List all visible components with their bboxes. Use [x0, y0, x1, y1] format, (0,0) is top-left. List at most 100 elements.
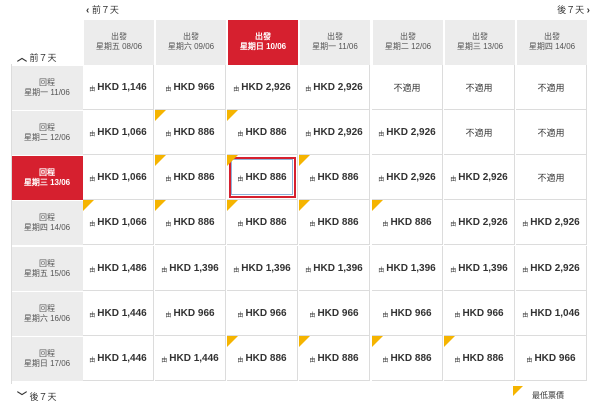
fare-cell[interactable]: 不適用: [444, 110, 515, 155]
outbound-date: 星期六 09/06: [167, 42, 215, 51]
from-prefix: 由: [237, 177, 244, 183]
from-prefix: 由: [450, 268, 457, 274]
fare-price: HKD 1,396: [313, 262, 363, 274]
lowest-fare-marker-icon: [372, 200, 383, 211]
not-applicable-label: 不適用: [465, 127, 493, 138]
fare-price: HKD 1,446: [169, 352, 219, 364]
outbound-label: 出發: [183, 32, 199, 41]
chevron-left-icon: ‹: [86, 5, 90, 16]
fare-price: HKD 1,146: [97, 81, 147, 93]
outbound-date-header[interactable]: 出發星期二 12/06: [372, 20, 443, 65]
fare-price: HKD 886: [462, 352, 504, 364]
fare-price: HKD 1,396: [169, 262, 219, 274]
return-label: 回程: [39, 78, 55, 87]
fare-cell[interactable]: 不適用: [372, 65, 443, 110]
from-prefix: 由: [89, 358, 96, 364]
prev-7-days-top-link[interactable]: ‹ 前７天: [86, 3, 119, 16]
return-date-header[interactable]: 回程星期二 12/06: [11, 110, 83, 155]
not-applicable-label: 不適用: [537, 82, 565, 93]
from-prefix: 由: [378, 132, 385, 138]
return-date-header[interactable]: 回程星期三 13/06: [11, 155, 83, 200]
lowest-fare-marker-icon: [155, 200, 166, 211]
fare-cell[interactable]: 不適用: [516, 155, 587, 200]
chevron-up-icon: ︿: [17, 53, 27, 64]
outbound-date-header[interactable]: 出發星期四 14/06: [516, 20, 587, 65]
fare-price: HKD 2,926: [386, 126, 436, 138]
return-date-header[interactable]: 回程星期五 15/06: [11, 246, 83, 291]
next-7-days-side-link[interactable]: ﹀ 後７天: [17, 388, 57, 403]
return-label: 回程: [39, 168, 55, 177]
next-7-days-top-link[interactable]: 後７天 ›: [557, 3, 590, 16]
return-date-header[interactable]: 回程星期日 17/06: [11, 336, 83, 381]
from-prefix: 由: [522, 268, 529, 274]
fare-price: HKD 886: [173, 216, 215, 228]
prev-7-days-side-link[interactable]: ︿ 前７天: [17, 49, 57, 64]
fare-cell[interactable]: 不適用: [444, 65, 515, 110]
legend: 最低票價: [513, 386, 564, 401]
outbound-date-header[interactable]: 出發星期五 08/06: [83, 20, 154, 65]
outbound-date-header[interactable]: 出發星期六 09/06: [155, 20, 226, 65]
legend-label: 最低票價: [532, 391, 564, 400]
outbound-date-header[interactable]: 出發星期三 13/06: [444, 20, 515, 65]
from-prefix: 由: [382, 222, 389, 228]
return-date-header[interactable]: 回程星期一 11/06: [11, 65, 83, 110]
outbound-date: 星期三 13/06: [456, 42, 504, 51]
fare-cell[interactable]: 不適用: [516, 110, 587, 155]
outbound-date-header[interactable]: 出發星期一 11/06: [299, 20, 370, 65]
fare-cell[interactable]: 不適用: [516, 65, 587, 110]
outbound-date-header[interactable]: 出發星期日 10/06: [227, 20, 298, 65]
fare-price: HKD 1,046: [530, 307, 580, 319]
return-label: 回程: [39, 213, 55, 222]
from-prefix: 由: [450, 222, 457, 228]
from-prefix: 由: [89, 313, 96, 319]
fare-price: HKD 886: [317, 171, 359, 183]
fare-price: HKD 1,486: [97, 262, 147, 274]
lowest-fare-marker-icon: [299, 200, 310, 211]
return-date-header[interactable]: 回程星期四 14/06: [11, 200, 83, 245]
return-date-header[interactable]: 回程星期六 16/06: [11, 291, 83, 336]
